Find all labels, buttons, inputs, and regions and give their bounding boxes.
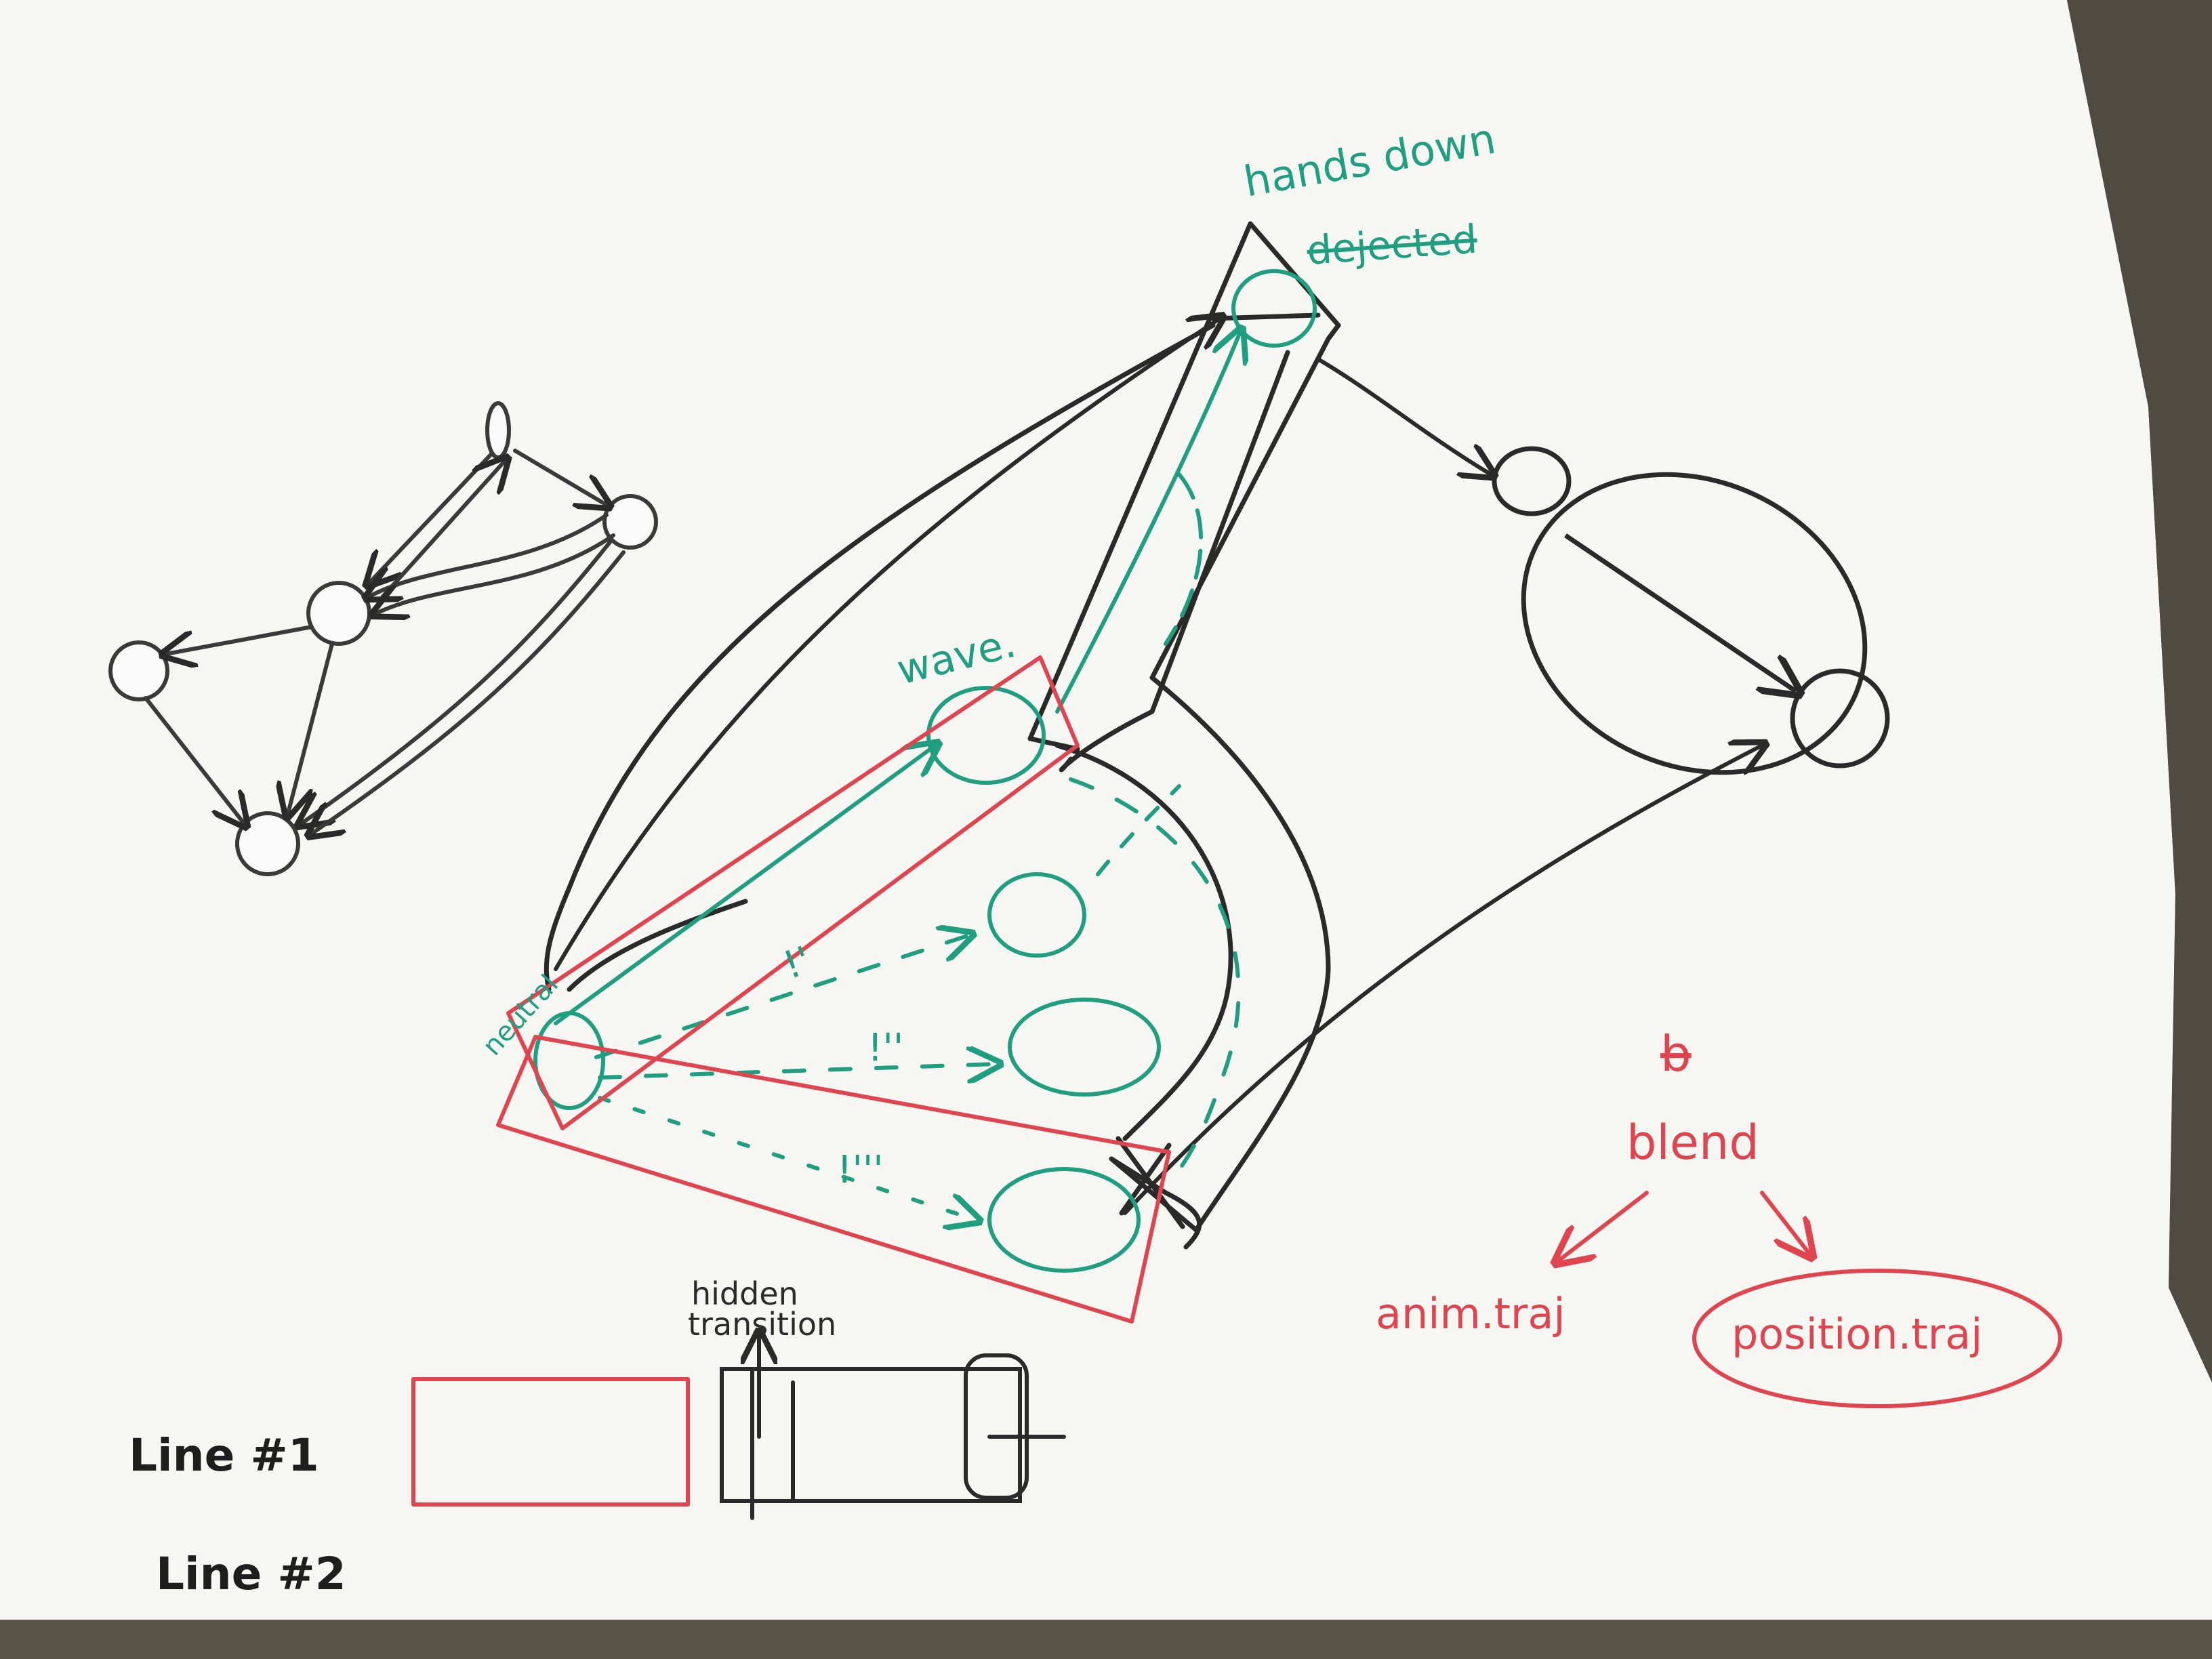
edge-center-right-b (376, 533, 615, 613)
label-b: b (1660, 1025, 1692, 1082)
blend-clip-2 (1008, 998, 1161, 1097)
label-line2: Line #2 (156, 1548, 346, 1600)
label-prime-2: !'' (867, 1026, 903, 1070)
label-blend: blend (1626, 1115, 1759, 1170)
graph-node-center (306, 581, 371, 646)
green-dash-2 (598, 1064, 996, 1078)
graph-node-top (485, 401, 511, 459)
green-dash-3 (598, 1096, 976, 1220)
label-anim-traj: anim.traj (1376, 1289, 1565, 1338)
green-inner-curve (1164, 472, 1203, 646)
edge-left-bottom (144, 696, 244, 823)
black-arrows (554, 319, 1762, 1215)
red-band-lower (496, 1035, 1171, 1324)
label-position-traj: position.traj (1732, 1309, 1982, 1359)
arrow-bottom-to-ellipse (1123, 745, 1762, 1215)
label-prime-3: !''' (837, 1148, 884, 1192)
right-big-ellipse (1521, 472, 1868, 775)
line2-sketch (720, 1335, 1066, 1520)
edge-center-bottom (288, 642, 334, 813)
small-pencil-graph (108, 401, 658, 876)
blend-arrow-left (1559, 1191, 1649, 1261)
outer-fan-outline (544, 221, 1341, 1233)
blend-clip-1 (987, 872, 1086, 958)
right-node-top (1492, 446, 1572, 516)
green-motions (533, 269, 1317, 1273)
blend-diagram (1559, 1191, 2062, 1408)
green-dash-1 (594, 935, 969, 1059)
wave-clip (926, 686, 1046, 785)
graph-node-right (602, 494, 658, 550)
line1-red-rect (411, 1377, 690, 1507)
arrow-handsdown-to-node (1316, 357, 1491, 474)
red-band-upper (506, 655, 1080, 1130)
edge-top-right (513, 449, 607, 505)
line2-end-cap (964, 1353, 1029, 1500)
label-transition: transition (688, 1306, 836, 1343)
red-boxes (411, 655, 1171, 1507)
black-region-outline (544, 221, 1341, 1250)
graph-node-bottom (235, 811, 300, 876)
green-dash-return (1096, 784, 1181, 876)
edge-top-center-a (369, 452, 493, 583)
position-traj-ellipse (1692, 1269, 2062, 1408)
label-line1: Line #1 (129, 1429, 319, 1481)
edge-center-left (166, 625, 314, 654)
edge-right-bottom-b (312, 550, 626, 834)
handsdown-clip (1231, 269, 1317, 348)
lower-band-outline (567, 899, 1202, 1250)
inner-band-outline (1054, 350, 1290, 1141)
green-up-to-handsdown (1055, 332, 1240, 714)
paper-shadow (2067, 0, 2212, 1382)
x-mark (1115, 1136, 1185, 1229)
ellipse-inner-arrow (1564, 533, 1796, 691)
right-state-nodes (1492, 446, 1890, 775)
label-hidden: hidden (691, 1275, 798, 1312)
arrow-neutral-to-handsdown (554, 319, 1220, 971)
blend-clip-3 (987, 1167, 1141, 1273)
edge-right-bottom-a (302, 540, 612, 823)
paper-bottom-edge (0, 1620, 2212, 1659)
green-neutral-to-wave (554, 745, 935, 1025)
graph-node-left (108, 640, 169, 701)
right-node-bottom (1790, 668, 1890, 769)
blend-arrow-right (1760, 1191, 1809, 1254)
